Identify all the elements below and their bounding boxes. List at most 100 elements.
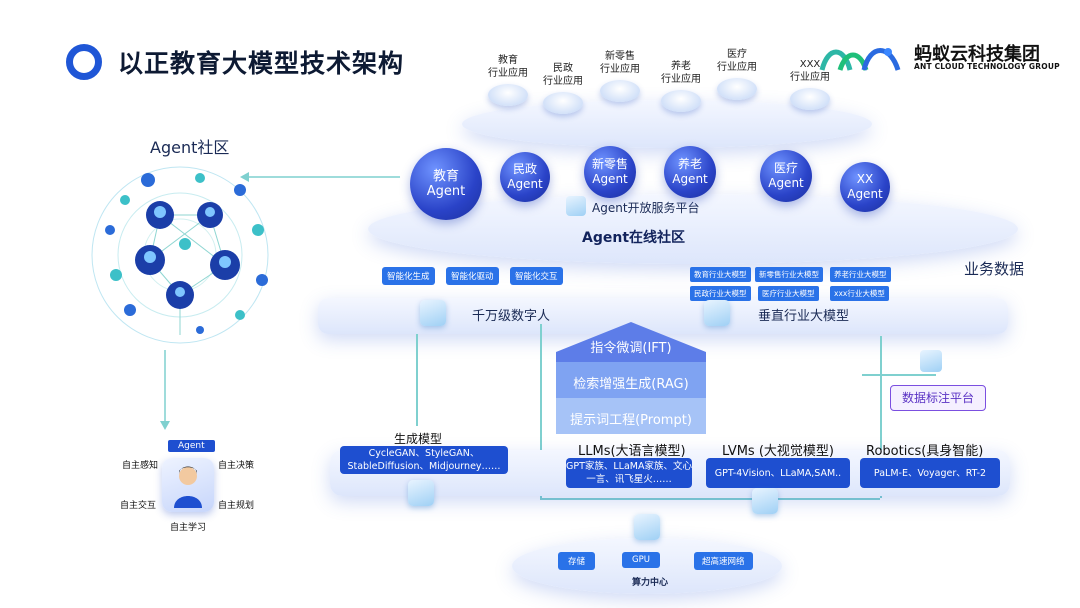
- agent-community-title: Agent社区: [150, 138, 230, 157]
- model-desc: PaLM-E、Voyager、RT-2: [860, 458, 1000, 488]
- pyramid-level: 检索增强生成(RAG): [573, 377, 689, 392]
- digital-human-tag: 智能化交互: [510, 267, 563, 285]
- application-line1: 教育: [498, 55, 518, 66]
- model-cube-icon: [752, 488, 778, 514]
- compute-label: 算力中心: [632, 578, 669, 588]
- application-line1: 新零售: [605, 51, 635, 62]
- vertical-tag: 民政行业大模型: [690, 286, 751, 301]
- application-line1: 医疗: [727, 49, 747, 60]
- vertical-tag: 教育行业大模型: [690, 267, 751, 282]
- model-title: Robotics(具身智能): [866, 444, 984, 459]
- compute-tag: 超高速网络: [694, 552, 753, 570]
- server-icon: [543, 92, 583, 114]
- vertical-tag: 医疗行业大模型: [758, 286, 819, 301]
- pyramid-graphic: [556, 322, 706, 434]
- platform-cube-icon: [566, 196, 586, 216]
- arrow-to-community-icon: [240, 172, 400, 182]
- agent-line1: 医疗: [773, 161, 798, 175]
- application-line1: XXX: [799, 59, 821, 70]
- vertical-tag: 养老行业大模型: [830, 267, 891, 282]
- agent-trait: 自主规划: [218, 501, 255, 511]
- application-item: 教育行业应用: [478, 54, 538, 106]
- page-title: 以正教育大模型技术架构: [118, 49, 405, 78]
- agent-community-platform: [368, 194, 1018, 264]
- application-line2: 行业应用: [790, 72, 830, 83]
- agent-trait: 自主交互: [120, 501, 157, 511]
- compute-tag: 存储: [558, 552, 596, 570]
- application-item: XXX 行业应用: [780, 58, 840, 110]
- model-cube-icon: [408, 480, 434, 506]
- agent-community-label: Agent在线社区: [582, 230, 686, 246]
- business-data-label: 业务数据: [964, 260, 1025, 278]
- agent-trait: 自主学习: [170, 523, 207, 533]
- model-desc: CycleGAN、StyleGAN、StableDiffusion、Midjou…: [340, 446, 508, 474]
- agent-platform-label: Agent开放服务平台: [592, 201, 700, 215]
- vertical-tag: 新零售行业大模型: [755, 267, 823, 282]
- annotation-cube-icon: [920, 350, 942, 372]
- digital-human-tag: 智能化生成: [382, 267, 435, 285]
- digital-human-cube-icon: [420, 300, 446, 326]
- server-icon: [790, 88, 830, 110]
- agent-line1: 教育: [432, 169, 459, 184]
- agent-trait: 自主感知: [122, 461, 159, 471]
- application-line2: 行业应用: [717, 62, 757, 73]
- application-item: 民政行业应用: [533, 62, 593, 114]
- model-title: 生成模型: [394, 432, 443, 446]
- pyramid-level: 提示词工程(Prompt): [570, 413, 692, 428]
- agent-line2: Agent: [426, 184, 466, 199]
- agent-badge: Agent: [168, 440, 215, 452]
- application-line1: 民政: [553, 63, 573, 74]
- compute-tag: GPU: [622, 552, 660, 568]
- agent-avatar-icon: [174, 466, 202, 508]
- server-icon: [717, 78, 757, 100]
- server-icon: [488, 84, 528, 106]
- brand-subtitle: ANT CLOUD TECHNOLOGY GROUP: [914, 62, 1060, 71]
- application-line1: 养老: [671, 61, 691, 72]
- application-item: 医疗行业应用: [707, 48, 767, 100]
- digital-human-tag: 智能化驱动: [446, 267, 499, 285]
- agent-network-graphic: [91, 166, 269, 344]
- arrow-down-icon: [160, 350, 170, 430]
- application-line2: 行业应用: [543, 76, 583, 87]
- connector-line: [416, 334, 418, 426]
- connector-line: [540, 324, 542, 500]
- data-annotation-platform: 数据标注平台: [890, 385, 986, 411]
- model-title: LLMs(大语言模型): [578, 444, 686, 459]
- pyramid-level: 指令微调(IFT): [590, 341, 672, 356]
- vertical-cube-icon: [704, 300, 730, 326]
- model-desc: GPT家族、LLaMA家族、文心一言、讯飞星火……: [566, 458, 692, 488]
- digital-human-label: 千万级数字人: [472, 309, 551, 324]
- agent-line2: Agent: [672, 172, 708, 186]
- logo-ring-icon: [66, 44, 102, 80]
- connector-line: [540, 498, 880, 500]
- agent-line1: 养老: [677, 157, 702, 171]
- vertical-tag: xxx行业大模型: [830, 286, 889, 301]
- compute-cube-icon: [634, 514, 660, 540]
- agent-trait: 自主决策: [218, 461, 255, 471]
- agent-line2: Agent: [768, 176, 804, 190]
- vertical-label: 垂直行业大模型: [758, 309, 850, 324]
- application-item: 养老行业应用: [651, 60, 711, 112]
- agent-line1: XX: [856, 172, 874, 186]
- application-line2: 行业应用: [488, 68, 528, 79]
- server-icon: [600, 80, 640, 102]
- agent-line2: Agent: [847, 187, 883, 201]
- connector-line: [880, 336, 882, 498]
- model-desc: GPT-4Vision、LLaMA,SAM..: [706, 458, 850, 488]
- agent-line1: 新零售: [591, 157, 628, 171]
- agent-line2: Agent: [507, 177, 543, 191]
- application-line2: 行业应用: [661, 74, 701, 85]
- agent-line2: Agent: [592, 172, 628, 186]
- server-icon: [661, 90, 701, 112]
- model-title: LVMs (大视觉模型): [722, 444, 834, 459]
- application-line2: 行业应用: [600, 64, 640, 75]
- connector-line: [862, 374, 936, 376]
- agent-line1: 民政: [512, 162, 537, 176]
- brand-logo-icon: [819, 48, 901, 71]
